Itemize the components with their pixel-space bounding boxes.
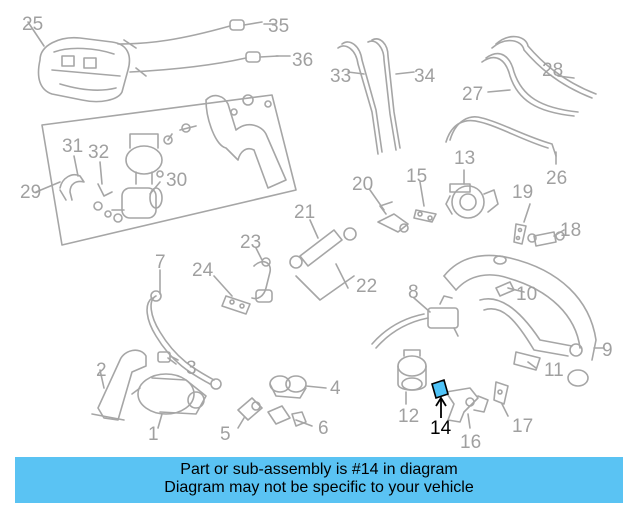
valve-12 (397, 349, 427, 391)
callout-1: 1 (148, 424, 159, 445)
callout-12: 12 (398, 406, 419, 427)
callout-19: 19 (512, 182, 533, 203)
callout-31: 31 (62, 136, 83, 157)
gasket-15 (413, 209, 437, 223)
pipe-16 (445, 387, 489, 423)
parts-diagram: 1234567891011121314151617181920212223242… (20, 14, 613, 453)
callout-17: 17 (512, 416, 533, 437)
gasket-24 (221, 295, 251, 315)
callout-33: 33 (330, 66, 351, 87)
pipe-33 (337, 41, 383, 155)
vacuum-canister (125, 133, 173, 185)
pipe-7 (146, 290, 222, 390)
callout-3: 3 (186, 358, 197, 379)
oxygen-sensor-35 (117, 19, 263, 49)
connectors-4 (269, 375, 307, 399)
callout-25: 25 (22, 14, 43, 35)
callout-18: 18 (560, 220, 581, 241)
callout-23: 23 (240, 232, 261, 253)
callout-9: 9 (602, 340, 613, 361)
clamps-6 (267, 405, 307, 427)
bracket-2 (91, 349, 147, 421)
gasket-19 (513, 223, 527, 245)
pipe-8 (371, 295, 459, 349)
air-pump-assembly (37, 36, 131, 103)
valve-30 (111, 187, 163, 223)
hose-31 (59, 173, 85, 201)
oxygen-sensor-36 (129, 51, 279, 77)
valve-5 (237, 397, 263, 421)
callout-35: 35 (268, 16, 289, 37)
callout-14: 14 (430, 418, 452, 439)
callout-26: 26 (546, 168, 567, 189)
bracket-panel-frame (41, 94, 297, 246)
vacuum-lines-26-27-28 (445, 35, 597, 157)
gasket-14-highlighted (431, 378, 449, 418)
callout-22: 22 (356, 276, 377, 297)
callout-2: 2 (96, 360, 107, 381)
mounting-bracket (167, 94, 287, 189)
callout-16: 16 (460, 432, 481, 453)
clip-32 (93, 183, 113, 218)
secondary-air-pump (131, 373, 207, 415)
connector-3 (157, 351, 179, 363)
hose-21 (289, 227, 357, 269)
pipe-assembly-9 (443, 254, 597, 387)
callout-29: 29 (20, 182, 41, 203)
callout-32: 32 (88, 142, 109, 163)
callout-13: 13 (454, 148, 475, 169)
callout-20: 20 (352, 174, 373, 195)
callout-11: 11 (544, 360, 564, 381)
callout-28: 28 (542, 60, 563, 81)
callout-34: 34 (414, 66, 436, 87)
callout-15: 15 (406, 166, 427, 187)
hose-23 (251, 257, 273, 303)
banner-line-1: Part or sub-assembly is #14 in diagram (180, 461, 458, 478)
gasket-17 (493, 381, 509, 405)
callout-7: 7 (155, 252, 166, 273)
fitting-20 (377, 201, 409, 233)
callout-5: 5 (220, 424, 231, 445)
callout-21: 21 (294, 202, 315, 223)
pipe-34 (367, 38, 401, 151)
egr-valve-13 (445, 183, 499, 219)
callout-10: 10 (516, 284, 537, 305)
callout-4: 4 (330, 378, 341, 399)
callout-8: 8 (408, 282, 419, 303)
line-22-bracket (295, 275, 355, 301)
callout-30: 30 (166, 170, 187, 191)
info-banner: Part or sub-assembly is #14 in diagram D… (15, 457, 623, 503)
banner-line-2: Diagram may not be specific to your vehi… (164, 479, 474, 496)
callout-24: 24 (192, 260, 214, 281)
callout-36: 36 (292, 50, 313, 71)
callout-27: 27 (462, 84, 483, 105)
callout-6: 6 (318, 418, 329, 439)
